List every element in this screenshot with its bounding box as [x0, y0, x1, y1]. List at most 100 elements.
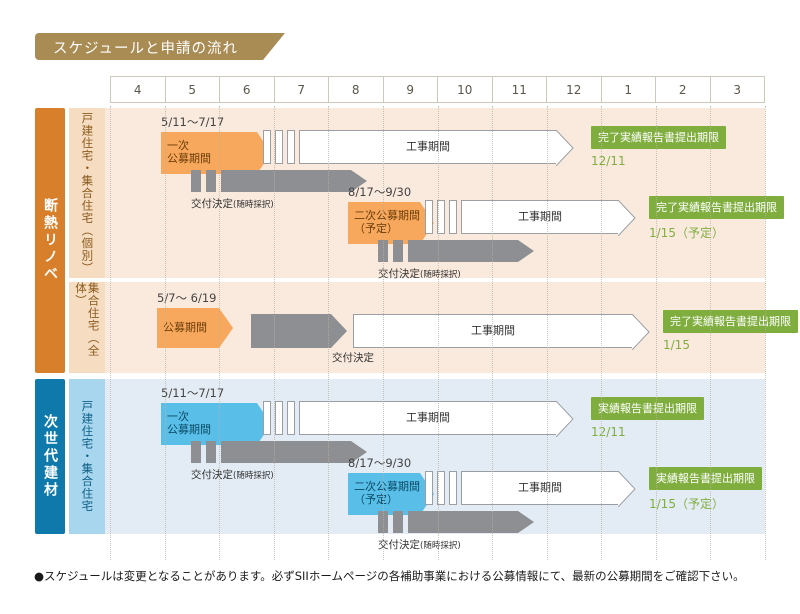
application-period-bar: 二次公募期間 （予定） — [348, 202, 434, 244]
grant-decision-bar — [221, 170, 367, 192]
arrow-tip-icon — [618, 471, 636, 507]
schedule-chart: 4 5 6 7 8 9 10 11 12 1 2 3 断熱リノベ 戸建住宅・集合… — [35, 76, 798, 560]
row-label: 戸建住宅・集合住宅 — [69, 379, 105, 534]
grant-chip — [191, 170, 201, 192]
application-period-label: 一次 公募期間 — [167, 410, 211, 436]
program-block-jisedai-kenzai: 次世代建材 戸建住宅・集合住宅 5/11〜7/17 一次 公募期間 — [35, 379, 765, 551]
deadline-group: 完了実績報告書提出期限 1/15 — [663, 310, 798, 352]
row-label: 戸建住宅・集合住宅（個別） — [69, 108, 105, 278]
month-cell: 1 — [602, 77, 656, 102]
row-body: 5/7〜 6/19 公募期間 交付決定 工事期間 — [105, 282, 798, 373]
application-period-label: 公募期間 — [163, 320, 207, 334]
deadline-badge: 完了実績報告書提出期限 — [591, 126, 726, 149]
work-tick-block — [425, 200, 433, 234]
construction-period-label: 工事期間 — [471, 323, 515, 337]
month-cell: 12 — [547, 77, 602, 102]
deadline-date: 1/15（予定） — [649, 226, 724, 240]
grant-chip — [378, 240, 388, 262]
construction-period-bar: 工事期間 — [299, 130, 574, 166]
work-tick-block — [275, 130, 283, 164]
footer-note: ●スケジュールは変更となることがあります。必ずSIIホームページの各補助事業にお… — [34, 569, 745, 583]
construction-period-bar: 工事期間 — [461, 200, 636, 236]
construction-period-bar: 工事期間 — [299, 401, 574, 437]
row-label-text: 戸建住宅・集合住宅 — [80, 400, 95, 513]
program-rows: 戸建住宅・集合住宅（個別） 5/11〜7/17 一次 公募期間 — [69, 108, 798, 373]
period-date-label: 5/11〜7/17 — [161, 115, 225, 129]
work-tick-block — [449, 200, 457, 234]
grant-chip — [206, 441, 216, 463]
work-tick-block — [425, 471, 433, 505]
work-tick-block — [437, 200, 445, 234]
deadline-date: 12/11 — [591, 154, 626, 168]
deadline-group: 完了実績報告書提出期限 1/15（予定） — [649, 196, 784, 241]
grant-decision-bar — [251, 314, 347, 348]
construction-period-label: 工事期間 — [518, 209, 562, 223]
month-cell: 2 — [656, 77, 711, 102]
deadline-badge: 実績報告書提出期限 — [591, 397, 704, 420]
grant-decision-caption: 交付決定(随時採択) — [378, 268, 461, 280]
construction-period-label: 工事期間 — [406, 139, 450, 153]
period-date-label: 8/17〜9/30 — [348, 185, 412, 199]
arrow-tip-icon — [556, 401, 574, 437]
month-cell: 11 — [493, 77, 547, 102]
month-cell: 8 — [329, 77, 384, 102]
program-side-band: 次世代建材 — [35, 379, 65, 534]
grant-decision-caption: 交付決定(随時採択) — [191, 198, 274, 210]
application-period-label: 二次公募期間 （予定） — [354, 209, 420, 235]
work-tick-block — [263, 401, 271, 435]
timeline-row: 戸建住宅・集合住宅（個別） 5/11〜7/17 一次 公募期間 — [69, 108, 784, 280]
row-body: 5/11〜7/17 一次 公募期間 工事期間 — [105, 379, 765, 551]
construction-period-label: 工事期間 — [518, 480, 562, 494]
row-body: 5/11〜7/17 一次 公募期間 工事期間 — [105, 108, 784, 280]
grant-decision-bar — [408, 240, 534, 262]
page-title-banner: スケジュールと申請の流れ — [35, 33, 285, 60]
deadline-badge: 完了実績報告書提出期限 — [663, 310, 798, 333]
period-date-label: 5/11〜7/17 — [161, 386, 225, 400]
grant-decision-bar — [408, 511, 534, 533]
construction-period-bar: 工事期間 — [353, 314, 650, 350]
application-period-label: 二次公募期間 （予定） — [354, 480, 420, 506]
deadline-group: 実績報告書提出期限 12/11 — [591, 397, 704, 439]
grant-decision-bar — [221, 441, 367, 463]
program-name: 断熱リノベ — [42, 198, 58, 283]
deadline-group: 実績報告書提出期限 1/15（予定） — [649, 467, 762, 512]
month-header-row: 4 5 6 7 8 9 10 11 12 1 2 3 — [110, 76, 765, 103]
month-cell: 9 — [384, 77, 438, 102]
grant-decision-caption: 交付決定 — [332, 352, 374, 364]
banner-tail-shape — [263, 33, 285, 60]
arrow-tip-icon — [632, 314, 650, 350]
work-tick-block — [287, 401, 295, 435]
grant-chip — [206, 170, 216, 192]
program-block-dannetsu-renove: 断熱リノベ 戸建住宅・集合住宅（個別） 5/11〜7/17 一次 公募期間 — [35, 108, 798, 373]
grant-decision-caption: 交付決定(随時採択) — [191, 469, 274, 481]
timeline-row: 戸建住宅・集合住宅 5/11〜7/17 一次 公募期間 — [69, 379, 765, 551]
arrow-tip-icon — [618, 200, 636, 236]
row-label: 集合住宅（全体） — [69, 282, 105, 373]
grant-chip — [191, 441, 201, 463]
work-tick-block — [263, 130, 271, 164]
arrow-tip-icon — [556, 130, 574, 166]
deadline-badge: 完了実績報告書提出期限 — [649, 196, 784, 219]
row-label-text: 戸建住宅・集合住宅（個別） — [80, 111, 95, 275]
application-period-bar: 一次 公募期間 — [161, 132, 271, 174]
deadline-date: 1/15（予定） — [649, 497, 724, 511]
page-title: スケジュールと申請の流れ — [53, 41, 238, 57]
construction-period-label: 工事期間 — [406, 410, 450, 424]
application-period-label: 一次 公募期間 — [167, 139, 211, 165]
period-date-label: 8/17〜9/30 — [348, 456, 412, 470]
deadline-date: 1/15 — [663, 338, 690, 352]
row-label-text: 集合住宅（全体） — [74, 282, 101, 357]
application-period-bar: 公募期間 — [157, 308, 233, 348]
deadline-badge: 実績報告書提出期限 — [649, 467, 762, 490]
deadline-date: 12/11 — [591, 425, 626, 439]
program-side-band: 断熱リノベ — [35, 108, 65, 373]
program-rows: 戸建住宅・集合住宅 5/11〜7/17 一次 公募期間 — [69, 379, 765, 551]
month-cell: 4 — [111, 77, 166, 102]
construction-period-bar: 工事期間 — [461, 471, 636, 507]
application-period-bar: 一次 公募期間 — [161, 403, 271, 445]
program-name: 次世代建材 — [42, 414, 58, 499]
period-date-label: 5/7〜 6/19 — [157, 291, 217, 305]
month-cell: 5 — [166, 77, 220, 102]
month-cell: 7 — [275, 77, 329, 102]
timeline-row: 集合住宅（全体） 5/7〜 6/19 公募期間 交付決定 工事期間 — [69, 282, 798, 373]
